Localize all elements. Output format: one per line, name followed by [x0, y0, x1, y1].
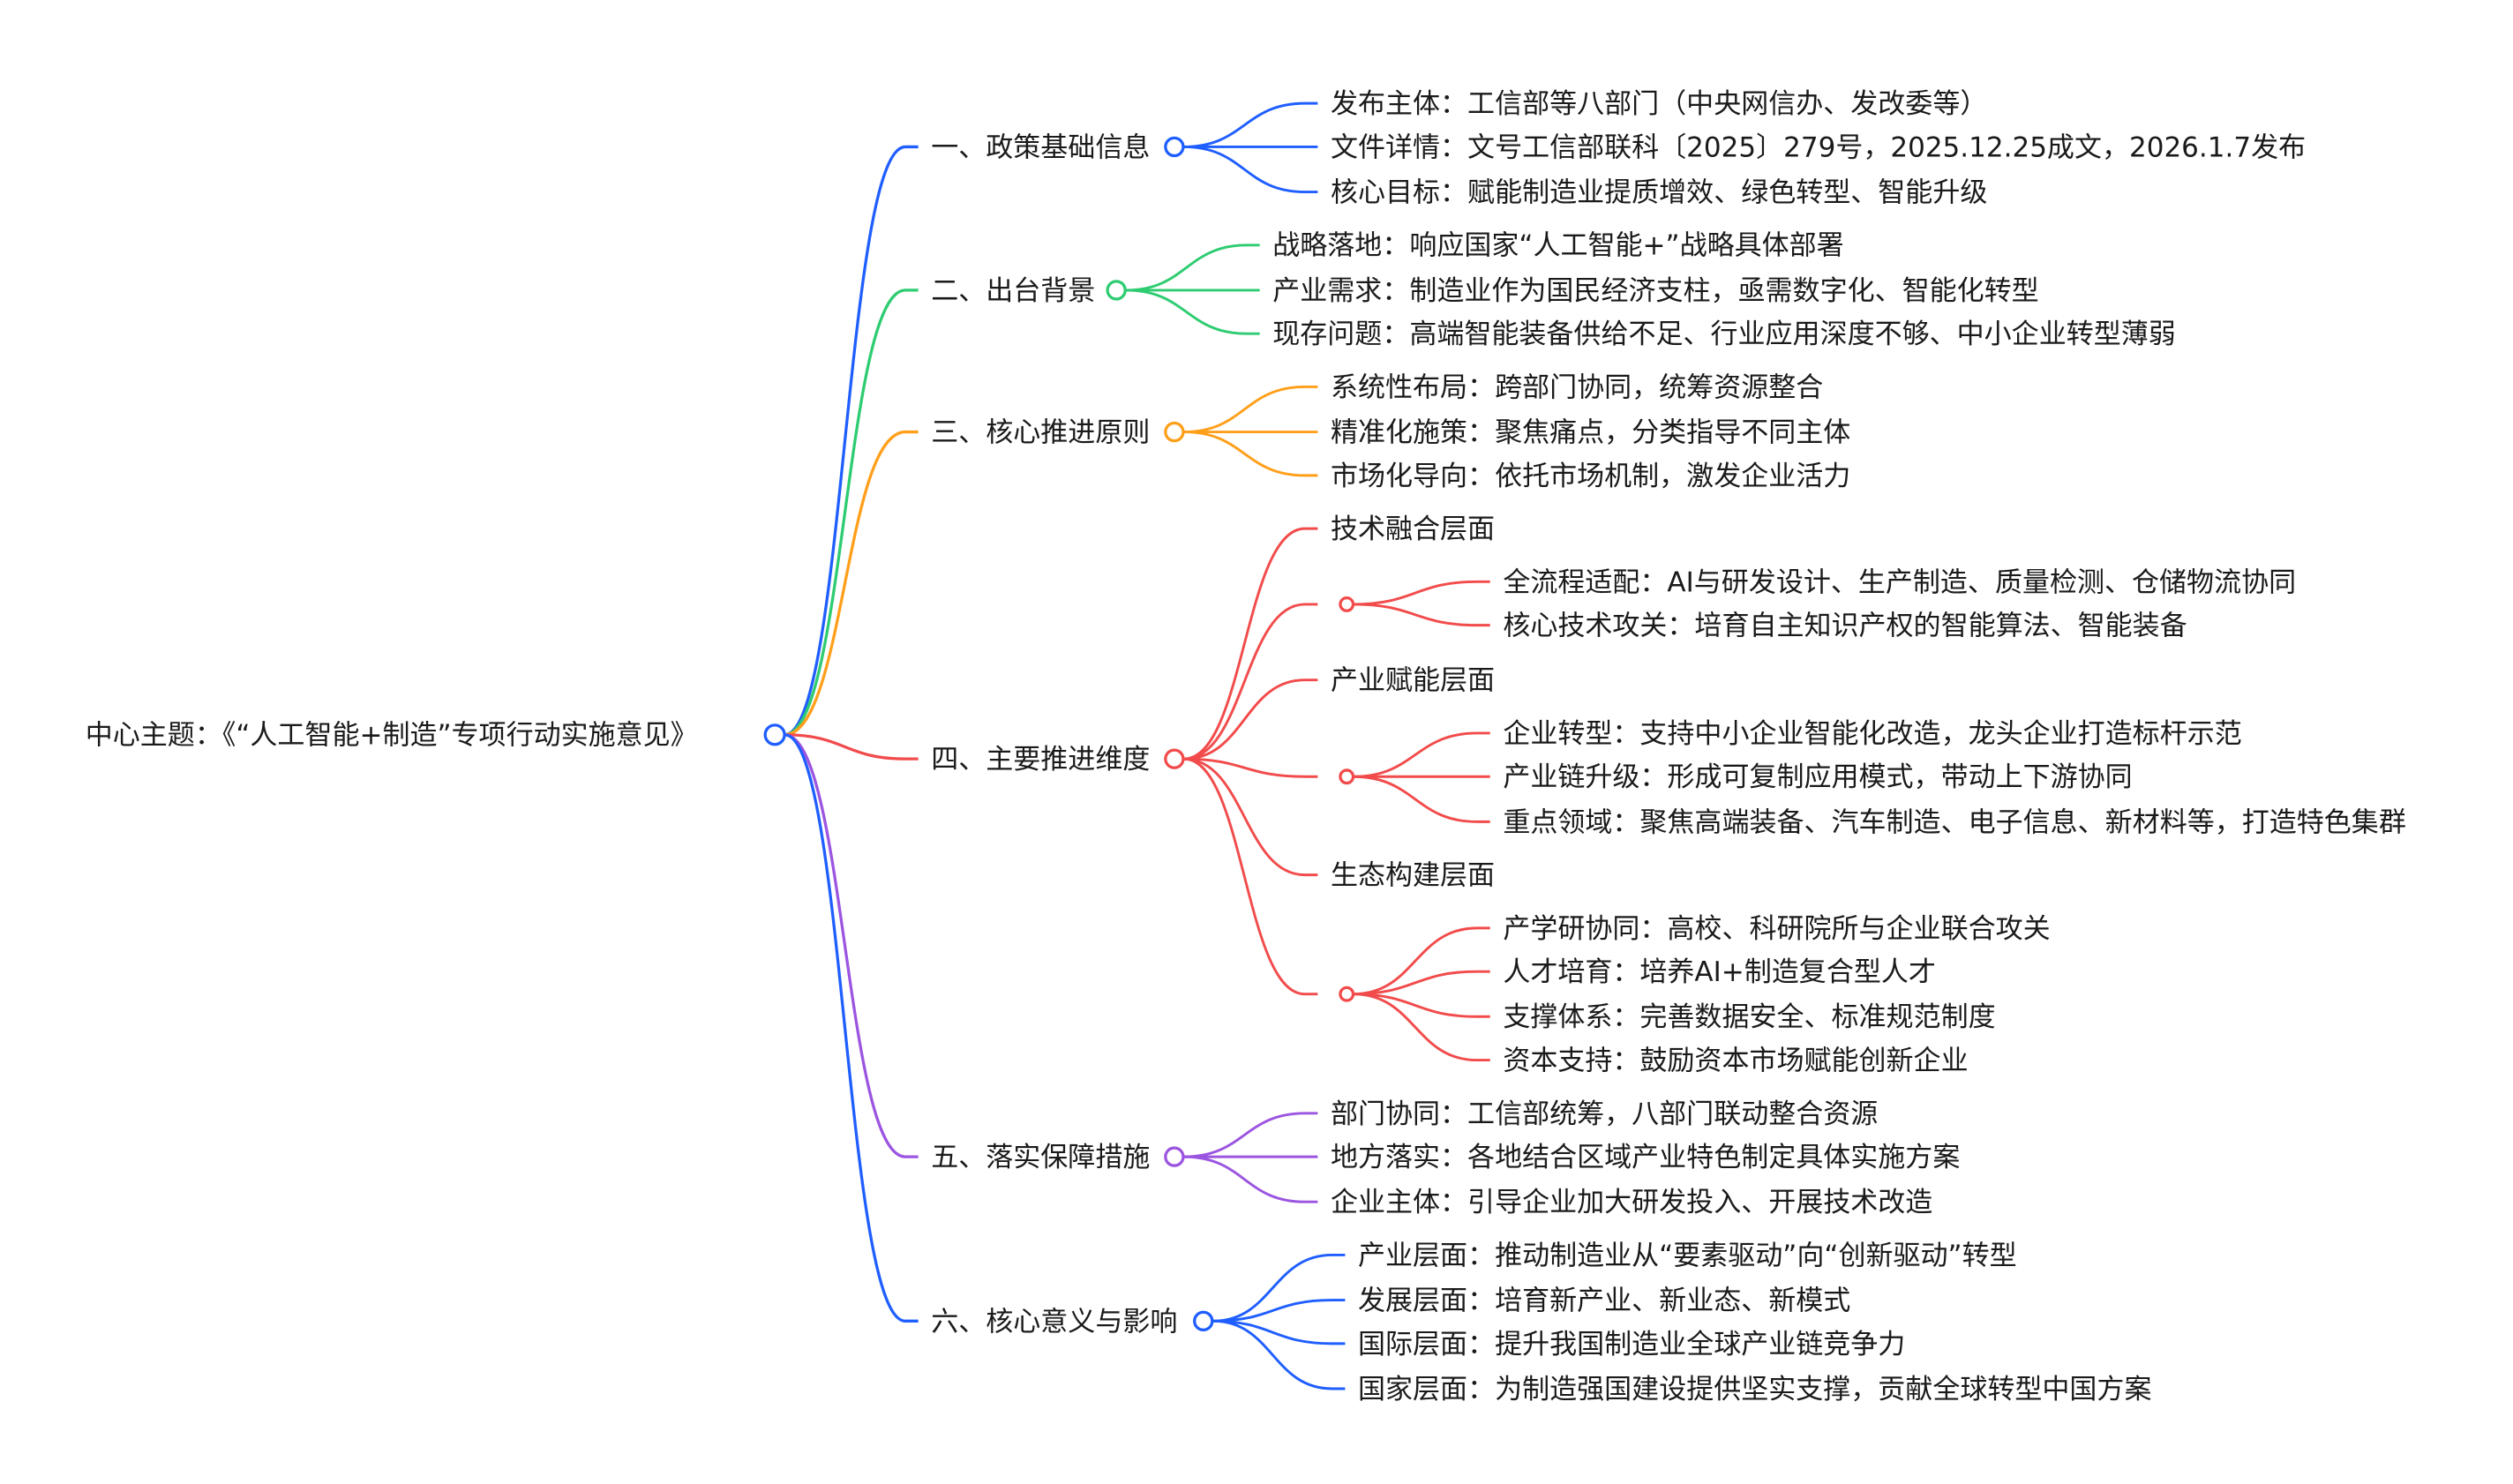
- branch-label[interactable]: 六、核心意义与影响: [931, 1306, 1177, 1338]
- leaf-label[interactable]: 资本支持：鼓励资本市场赋能创新企业: [1503, 1046, 1968, 1077]
- leaf-label[interactable]: 产学研协同：高校、科研院所与企业联合攻关: [1503, 913, 2050, 945]
- leaf-line: [1353, 580, 1490, 606]
- branch-label[interactable]: 三、核心推进原则: [931, 417, 1150, 449]
- leaf-label[interactable]: 国际层面：提升我国制造业全球产业链竞争力: [1358, 1329, 1905, 1360]
- leaf-line: [1353, 926, 1490, 996]
- leaf-label[interactable]: 国家层面：为制造强国建设提供坚实支撑，贡献全球转型中国方案: [1358, 1374, 2151, 1405]
- leaf-label[interactable]: 人才培育：培养AI+制造复合型人才: [1503, 956, 1936, 988]
- leaf-label[interactable]: 产业需求：制造业作为国民经济支柱，亟需数字化、智能化转型: [1272, 275, 2038, 307]
- leaf-line: [1183, 431, 1318, 477]
- leaf-line: [1353, 731, 1490, 778]
- leaf-label[interactable]: 发展层面：培育新产业、新业态、新模式: [1358, 1285, 1850, 1317]
- branch-node[interactable]: [1164, 136, 1185, 158]
- connector-lines: [784, 101, 1490, 1390]
- leaf-label[interactable]: 地方落实：各地结合区域产业特色制定具体实施方案: [1331, 1142, 1960, 1173]
- branch-node[interactable]: [1164, 1146, 1185, 1167]
- branch-line: [784, 145, 919, 737]
- leaf-label[interactable]: 现存问题：高端智能装备供给不足、行业应用深度不够、中小企业转型薄弱: [1272, 319, 2176, 350]
- branch-node[interactable]: [1106, 280, 1127, 301]
- leaf-line: [1353, 603, 1490, 627]
- group-node[interactable]: [1339, 596, 1355, 612]
- leaf-label[interactable]: 核心目标：赋能制造业提质增效、绿色转型、智能升级: [1331, 176, 1987, 208]
- branch-line: [784, 430, 919, 737]
- mind-map-nodes: 中心主题：《“人工智能+制造”专项行动实施意见》 一、政策基础信息 发布主体：工信部…: [86, 88, 2406, 1405]
- leaf-line: [1183, 145, 1318, 194]
- leaf-label[interactable]: 全流程适配：AI与研发设计、生产制造、质量检测、仓储物流协同: [1503, 566, 2296, 598]
- group-node-line: [1183, 603, 1318, 761]
- leaf-label[interactable]: 企业转型：支持中小企业智能化改造，龙头企业打造标杆示范: [1503, 718, 2241, 750]
- leaf-line: [1126, 244, 1260, 292]
- leaf-line: [1212, 1319, 1346, 1390]
- leaf-line: [1212, 1299, 1346, 1323]
- branch-label[interactable]: 五、落实保障措施: [931, 1142, 1150, 1173]
- leaf-line: [1183, 1112, 1318, 1158]
- leaf-label[interactable]: 产业层面：推动制造业从“要素驱动”向“创新驱动”转型: [1358, 1240, 2017, 1271]
- group-line: [1183, 527, 1318, 761]
- branch-label[interactable]: 二、出台背景: [931, 275, 1095, 307]
- group-line: [1183, 678, 1318, 761]
- group-node-line: [1183, 757, 1318, 996]
- leaf-line: [1183, 101, 1318, 148]
- leaf-label[interactable]: 核心技术攻关：培育自主知识产权的智能算法、智能装备: [1503, 611, 2187, 642]
- group-line: [1183, 757, 1318, 877]
- leaf-line: [1183, 1155, 1318, 1203]
- leaf-label[interactable]: 系统性布局：跨部门协同，统筹资源整合: [1331, 371, 1823, 403]
- leaf-line: [1183, 385, 1318, 434]
- leaf-label[interactable]: 发布主体：工信部等八部门（中央网信办、发改委等）: [1331, 88, 1987, 120]
- leaf-line: [1212, 1319, 1346, 1345]
- leaf-label[interactable]: 精准化施策：聚焦痛点，分类指导不同主体: [1331, 417, 1850, 449]
- leaf-label[interactable]: 文件详情：文号工信部联科〔2025〕279号，2025.12.25成文，2026…: [1331, 131, 2306, 163]
- leaf-line: [1212, 1254, 1346, 1323]
- group-node[interactable]: [1339, 768, 1355, 785]
- group-label[interactable]: 生态构建层面: [1331, 860, 1495, 892]
- leaf-label[interactable]: 战略落地：响应国家“人工智能+”战略具体部署: [1272, 230, 1843, 262]
- leaf-line: [1126, 289, 1260, 335]
- leaf-label[interactable]: 重点领域：聚焦高端装备、汽车制造、电子信息、新材料等，打造特色集群: [1503, 806, 2406, 838]
- branch-line: [784, 733, 919, 1323]
- branch-node[interactable]: [1164, 748, 1185, 769]
- leaf-line: [1353, 993, 1490, 1062]
- leaf-label[interactable]: 市场化导向：依托市场机制，激发企业活力: [1331, 461, 1850, 492]
- leaf-line: [1353, 993, 1490, 1018]
- group-node-line: [1183, 757, 1318, 778]
- leaf-line: [1353, 970, 1490, 996]
- group-node[interactable]: [1339, 986, 1355, 1002]
- branch-node[interactable]: [1193, 1310, 1214, 1332]
- branch-line: [784, 733, 919, 1158]
- leaf-label[interactable]: 企业主体：引导企业加大研发投入、开展技术改造: [1331, 1187, 1932, 1218]
- leaf-label[interactable]: 产业链升级：形成可复制应用模式，带动上下游协同: [1503, 761, 2132, 793]
- branch-line: [784, 733, 919, 761]
- branch-label[interactable]: 一、政策基础信息: [931, 131, 1150, 163]
- branch-node[interactable]: [1164, 421, 1185, 443]
- group-label[interactable]: 产业赋能层面: [1331, 665, 1495, 697]
- leaf-label[interactable]: 支撑体系：完善数据安全、标准规范制度: [1503, 1001, 1995, 1033]
- branch-label[interactable]: 四、主要推进维度: [931, 744, 1150, 776]
- center-topic-label[interactable]: 中心主题：《“人工智能+制造”专项行动实施意见》: [86, 720, 698, 752]
- branch-line: [784, 289, 919, 737]
- leaf-line: [1353, 775, 1490, 823]
- center-topic-node[interactable]: [763, 723, 786, 746]
- leaf-label[interactable]: 部门协同：工信部统筹，八部门联动整合资源: [1331, 1098, 1878, 1130]
- group-label[interactable]: 技术融合层面: [1331, 513, 1495, 545]
